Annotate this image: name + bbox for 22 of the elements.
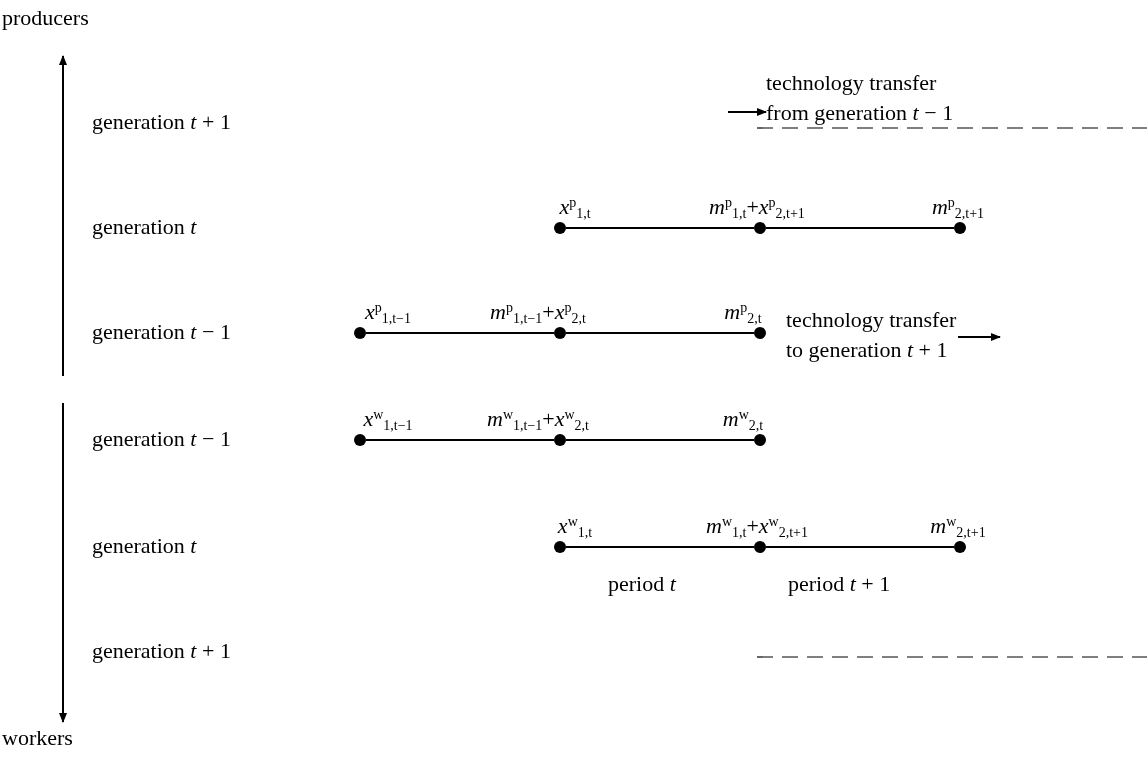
arrow (727, 108, 767, 116)
axis-label: producers (2, 4, 89, 32)
row-label: period t + 1 (788, 570, 891, 598)
line-segment (565, 227, 755, 229)
line-segment (565, 546, 755, 548)
row-label: generation t (92, 532, 197, 560)
row-label: generation t + 1 (92, 108, 231, 136)
axis-label: workers (2, 724, 73, 752)
annotation-text: technology transfer to generation t + 1 (786, 306, 958, 364)
row-label: generation t + 1 (92, 637, 231, 665)
row-label: generation t − 1 (92, 318, 231, 346)
line-segment (365, 439, 555, 441)
row-label: period t (608, 570, 676, 598)
line-segment (365, 332, 555, 334)
arrow (957, 333, 1001, 341)
row-label: generation t (92, 213, 197, 241)
line-segment (765, 546, 955, 548)
row-label: generation t − 1 (92, 425, 231, 453)
line-segment (565, 332, 755, 334)
line-segment (565, 439, 755, 441)
line-segment (765, 227, 955, 229)
annotation-text: technology transfer from generation t − 1 (766, 69, 955, 127)
